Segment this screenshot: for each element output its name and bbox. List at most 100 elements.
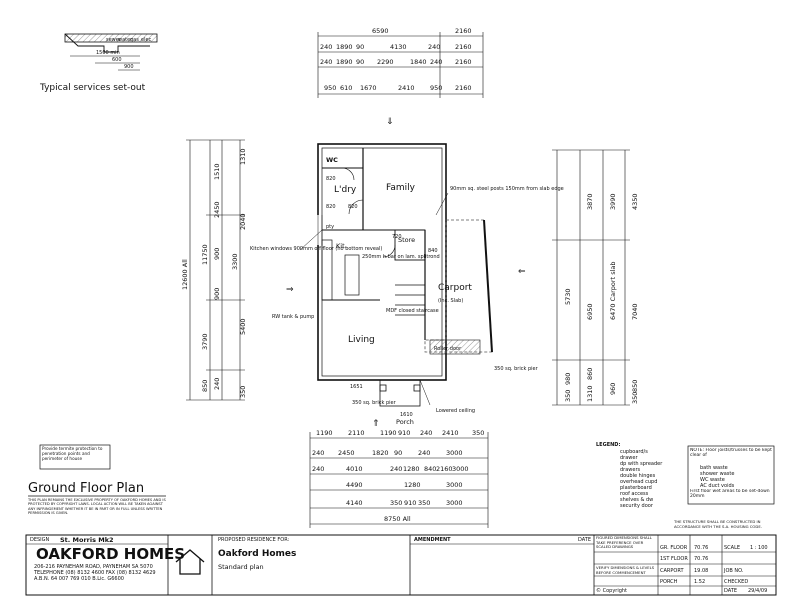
bottom-dim-row2: 240 2450 1820 90 240 3000 xyxy=(312,449,463,457)
lowered-ceiling-label: Lowered ceiling xyxy=(436,408,475,414)
section-arrow-top: ⇓ xyxy=(386,117,394,127)
brick-pier-label-1: 350 sq. brick pier xyxy=(352,400,397,406)
svg-text:70.76: 70.76 xyxy=(694,556,708,562)
bottom-dim-row1: 1190 2110 1190 910 240 2410 350 xyxy=(316,429,484,437)
svg-text:2160: 2160 xyxy=(455,43,472,51)
svg-text:1820: 1820 xyxy=(372,449,389,457)
svg-text:2040: 2040 xyxy=(239,213,247,230)
svg-text:240: 240 xyxy=(430,58,442,66)
svg-text:90: 90 xyxy=(356,43,364,51)
svg-text:2410: 2410 xyxy=(398,84,415,92)
svg-text:3000: 3000 xyxy=(446,481,463,489)
svg-text:2410: 2410 xyxy=(442,429,459,437)
svg-text:DATE: DATE xyxy=(724,588,737,594)
svg-text:1190: 1190 xyxy=(380,429,397,437)
svg-text:3990: 3990 xyxy=(609,193,617,210)
svg-text:7040: 7040 xyxy=(631,303,639,320)
svg-text:350: 350 xyxy=(390,499,402,507)
services-label-elec: elec xyxy=(141,37,152,43)
proposed-sub: Standard plan xyxy=(218,563,264,571)
proposed-name: Oakford Homes xyxy=(218,549,296,559)
svg-text:SCALE: SCALE xyxy=(724,545,740,551)
top-dim-row4: 950 610 1670 2410 950 2160 xyxy=(324,84,472,92)
svg-text:4010: 4010 xyxy=(346,465,363,473)
copyright-note: THIS PLAN REMAINS THE EXCLUSIVE PROPERTY… xyxy=(28,498,166,515)
svg-text:900: 900 xyxy=(213,288,221,300)
services-label-gas: gas xyxy=(130,37,139,43)
mdf-staircase-label: MDF closed staircase xyxy=(386,308,439,314)
svg-text:350: 350 xyxy=(564,390,572,402)
svg-text:900: 900 xyxy=(213,248,221,260)
brick-pier-label-2: 350 sq. brick pier xyxy=(494,366,539,372)
room-laundry: L'dry xyxy=(334,185,357,195)
services-dim-1: 1500 min xyxy=(96,50,120,56)
dim-small-2: 820 xyxy=(326,204,336,210)
svg-text:5730: 5730 xyxy=(564,288,572,305)
section-arrow-left: ⇒ xyxy=(286,285,294,295)
svg-text:AC duct voids: AC duct voids xyxy=(700,483,735,489)
rw-tank-note: RW tank & pump xyxy=(272,314,314,320)
annotations: 90mm sq. steel posts 150mm from slab edg… xyxy=(250,176,564,418)
svg-text:5400: 5400 xyxy=(239,318,247,335)
svg-text:240: 240 xyxy=(420,429,432,437)
room-pantry: pty xyxy=(326,224,334,230)
company-name: OAKFORD HOMES xyxy=(36,545,185,563)
copyright-mark: © Copyright xyxy=(596,587,627,594)
house-logo-icon xyxy=(175,549,205,575)
svg-text:4130: 4130 xyxy=(390,43,407,51)
room-carport: Carport xyxy=(438,283,472,293)
svg-text:3870: 3870 xyxy=(586,193,594,210)
dim-small-3: 820 xyxy=(348,204,358,210)
svg-text:drawer: drawer xyxy=(620,455,638,461)
design-value: St. Morris Mk2 xyxy=(60,536,114,544)
svg-text:90: 90 xyxy=(394,449,402,457)
right-dimensions xyxy=(552,149,630,406)
svg-text:1670: 1670 xyxy=(360,84,377,92)
services-dim-2: 600 xyxy=(112,57,122,63)
svg-text:6590: 6590 xyxy=(372,27,389,35)
room-family: Family xyxy=(386,183,416,193)
svg-text:roof access: roof access xyxy=(620,491,649,497)
svg-text:240: 240 xyxy=(320,58,332,66)
drawing-title: Ground Floor Plan xyxy=(28,481,144,496)
company-abn: A.B.N. 64 007 769 010 B.Lic. G6600 xyxy=(34,576,124,582)
title-block-text: DESIGN St. Morris Mk2 OAKFORD HOMES 206-… xyxy=(30,536,768,594)
bottom-dimensions xyxy=(309,432,489,528)
svg-text:1280: 1280 xyxy=(403,465,420,473)
right-dim-text: 5730 980 350 3870 6950 860 1310 3990 647… xyxy=(564,193,639,404)
svg-text:4490: 4490 xyxy=(346,481,363,489)
svg-text:1190: 1190 xyxy=(316,429,333,437)
svg-text:12600 All: 12600 All xyxy=(181,259,189,290)
room-wc: WC xyxy=(326,156,338,164)
roller-door-label: Roller door xyxy=(434,346,462,352)
structure-note: THE STRUCTURE SHALL BE CONSTRUCTED IN AC… xyxy=(674,520,762,528)
svg-text:1.52: 1.52 xyxy=(694,579,705,585)
dim-small-7: 1651 xyxy=(350,384,363,390)
svg-text:29/4/09: 29/4/09 xyxy=(748,588,767,594)
building-outline xyxy=(317,143,447,381)
section-arrow-bottom: ⇑ xyxy=(372,419,380,429)
svg-text:2110: 2110 xyxy=(348,429,365,437)
design-label: DESIGN xyxy=(30,537,50,543)
svg-text:610: 610 xyxy=(340,84,352,92)
svg-text:security door: security door xyxy=(620,503,654,509)
verify-note: VERIFY DIMENSIONS & LEVELS BEFORE COMMEN… xyxy=(596,566,655,575)
svg-text:240: 240 xyxy=(312,449,324,457)
svg-text:6470 Carport slab: 6470 Carport slab xyxy=(609,262,617,321)
svg-text:plasterboard: plasterboard xyxy=(620,485,652,491)
svg-text:840: 840 xyxy=(424,465,436,473)
svg-text:double hinges: double hinges xyxy=(620,473,656,479)
svg-text:overhead cupd: overhead cupd xyxy=(620,479,657,485)
room-carport-sub: (Inc. Slab) xyxy=(438,298,463,304)
left-dimensions xyxy=(186,139,245,401)
svg-text:4350: 4350 xyxy=(631,193,639,210)
svg-text:GR. FLOOR: GR. FLOOR xyxy=(660,545,688,551)
services-label-water: water xyxy=(118,37,133,43)
company-address: 206-216 PAYNEHAM ROAD, PAYNEHAM SA 5070 xyxy=(34,564,153,570)
figured-note: FIGURED DIMENSIONS SHALL TAKE PREFERENCE… xyxy=(596,536,652,549)
room-labels: WC L'dry Family Kit. Store Carport (Inc.… xyxy=(326,156,539,426)
dim-small-4: 720 xyxy=(392,234,402,240)
svg-text:shower waste: shower waste xyxy=(700,471,734,477)
svg-text:1890: 1890 xyxy=(336,58,353,66)
bottom-dim-row4: 4490 1280 3000 xyxy=(346,481,463,489)
